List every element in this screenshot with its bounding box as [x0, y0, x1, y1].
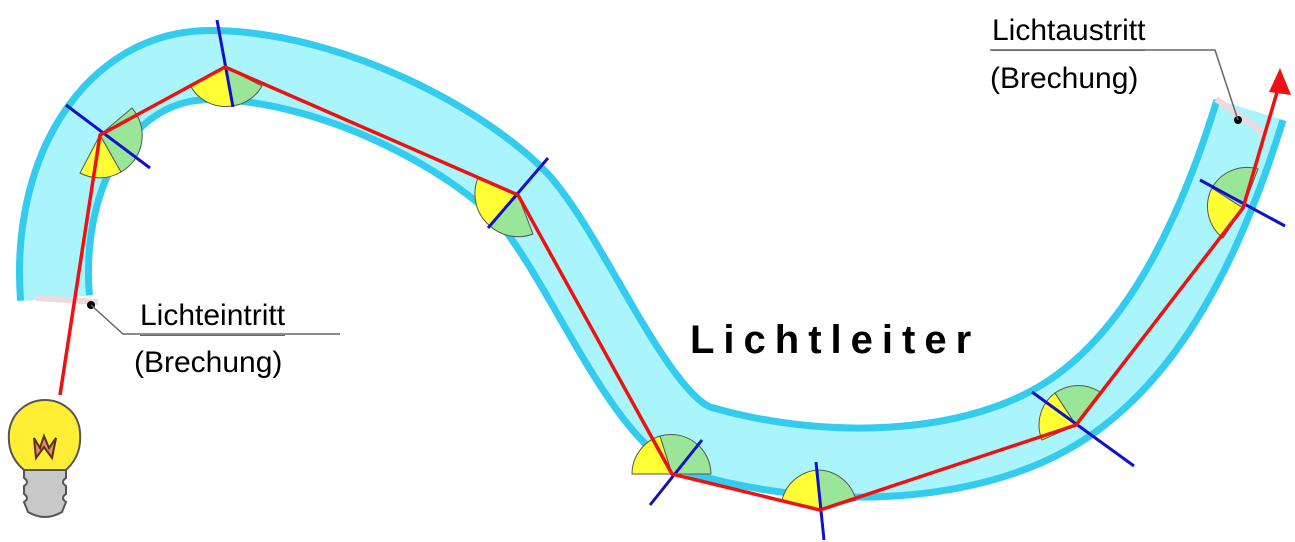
surface-normals: [65, 19, 1286, 541]
angle-reflection-6: [1054, 385, 1101, 426]
reflection-angle-markers: [79, 66, 1259, 511]
entry-face: [35, 295, 99, 305]
fiber-core: [23, 33, 1280, 494]
normal-line-2: [215, 19, 235, 108]
exit-label-line1: Lichtaustritt: [992, 14, 1146, 51]
normal-line-7: [1199, 178, 1286, 228]
light-ray: [58, 65, 1291, 512]
normal-line-5: [814, 461, 826, 541]
angle-incidence-3: [474, 177, 519, 227]
exit-label-line2: (Brechung): [990, 62, 1139, 95]
normal-line-3: [486, 157, 550, 229]
normal-line-1: [65, 103, 151, 170]
normal-line-6: [1031, 390, 1135, 468]
entry-label-line2: (Brechung): [134, 346, 283, 379]
angle-incidence-4: [631, 435, 673, 475]
ray-arrowhead: [1269, 68, 1291, 95]
light-bulb-icon: [7, 398, 82, 518]
bulb-base: [22, 469, 68, 518]
entry-label-line1: Lichteintritt: [140, 299, 286, 336]
angle-reflection-4: [659, 433, 712, 475]
ray-path: [58, 65, 1282, 512]
bulb-filament: [33, 433, 57, 461]
entry-leader-line: [90, 304, 340, 335]
exit-face: [1214, 96, 1266, 136]
light-guide-fiber: [16, 26, 1287, 501]
diagram-title: Lichtleiter: [690, 318, 981, 362]
normal-line-4: [648, 439, 704, 506]
